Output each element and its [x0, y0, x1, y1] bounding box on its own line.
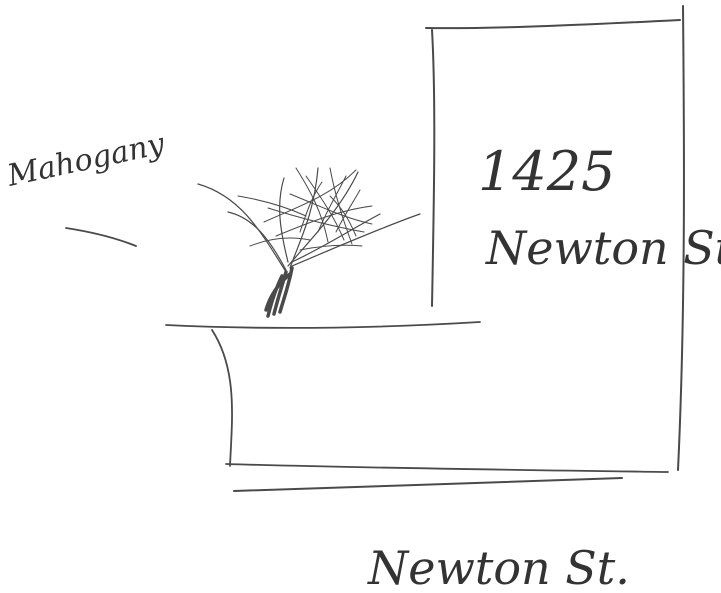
label-leader-dash	[66, 228, 136, 246]
street-name-label: Newton St.	[367, 541, 630, 593]
tree-canopy	[238, 168, 372, 250]
planter-bottom-edge	[226, 464, 668, 472]
tree-branch	[280, 178, 288, 262]
tree-branch	[292, 214, 380, 262]
curb-line	[234, 478, 622, 491]
address-street-label: Newton St,	[485, 221, 721, 275]
address-number-label: 1425	[478, 140, 615, 203]
building-top-edge	[426, 20, 680, 28]
tree-branch	[228, 212, 286, 270]
mahogany-tree	[198, 168, 420, 316]
tree-species-label: Mahogany	[3, 126, 168, 194]
building-left-edge	[432, 30, 434, 306]
planter-left-edge	[212, 330, 232, 466]
planter-top-edge	[166, 322, 480, 328]
tree-trunk	[266, 268, 292, 316]
tree-branch	[198, 184, 286, 272]
planter-outline	[166, 322, 668, 472]
